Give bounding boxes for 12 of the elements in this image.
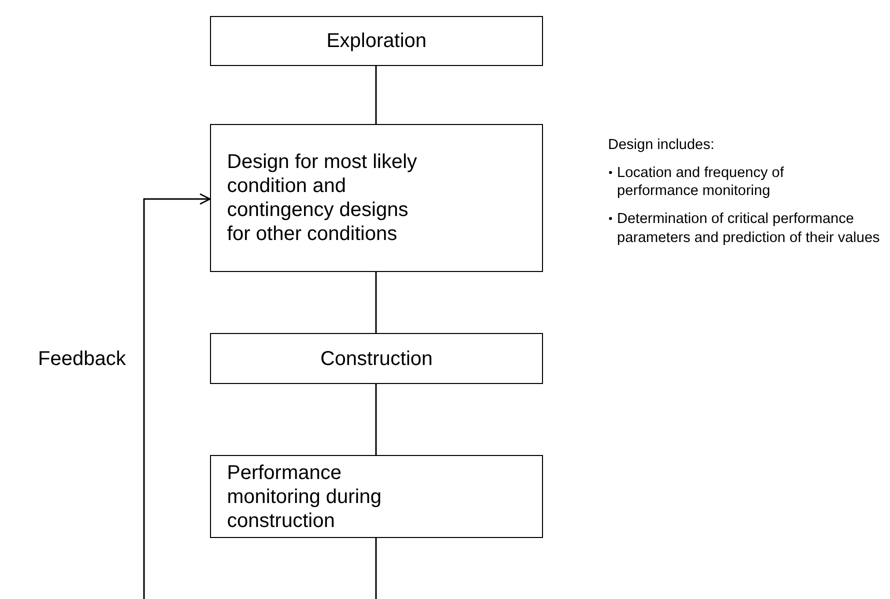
note-heading: Design includes:: [608, 136, 716, 154]
arrow: [143, 193, 211, 599]
bullet-item: Determination of critical performance parameters and prediction of their values: [617, 210, 889, 247]
process-box: Performance monitoring during construction: [210, 455, 543, 538]
connector-line: [375, 66, 377, 124]
process-box: Construction: [210, 333, 543, 384]
connector-line: [375, 384, 377, 455]
connector-line: [375, 272, 377, 333]
process-box: Design for most likely condition and contingency designs for other conditions: [210, 124, 543, 272]
process-box: Exploration: [210, 16, 543, 66]
bullet-item: Location and frequency of performance monitoring: [617, 164, 827, 200]
connector-line: [375, 538, 377, 599]
